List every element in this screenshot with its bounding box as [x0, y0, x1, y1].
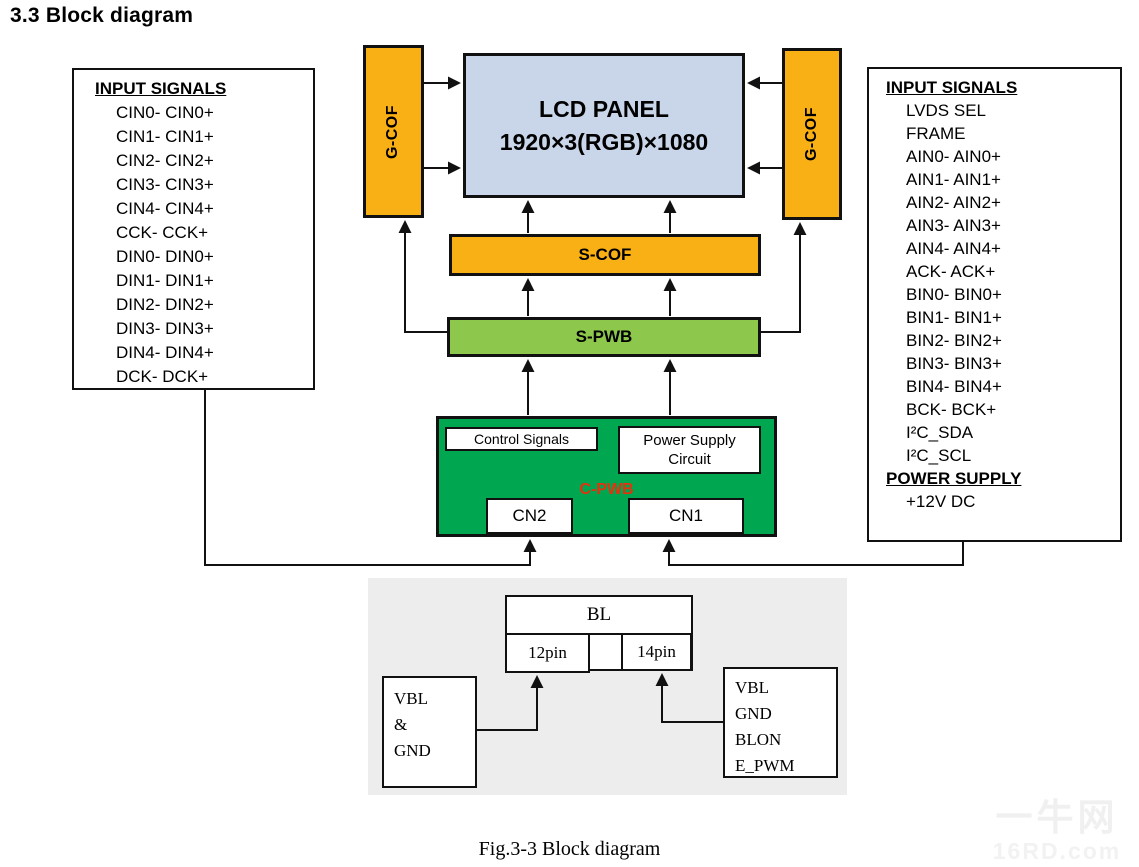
signal-item: BIN4- BIN4+ [906, 377, 1002, 396]
power-supply-item: +12V DC [906, 492, 976, 511]
figure-caption: Fig.3-3 Block diagram [478, 838, 661, 860]
vbl-gnd-line: & [394, 715, 408, 734]
left-input-signals-list: CIN0- CIN0+ CIN1- CIN1+ CIN2- CIN2+ CIN3… [116, 101, 313, 389]
signal-item: CIN2- CIN2+ [116, 151, 214, 170]
signal-item: ACK- ACK+ [906, 262, 996, 281]
left-input-signals-heading: INPUT SIGNALS [95, 79, 227, 98]
signal-item: FRAME [906, 124, 966, 143]
gcof-left-label: G-COF [384, 104, 402, 159]
signal-item: DCK- DCK+ [116, 367, 209, 386]
cn1-connector-box: CN1 [628, 498, 744, 534]
signal-item: AIN4- AIN4+ [906, 239, 1001, 258]
signal-item: I²C_SCL [906, 446, 972, 465]
lcd-panel-label: LCD PANEL [539, 95, 669, 122]
signal-item: CIN1- CIN1+ [116, 127, 214, 146]
signal-item: AIN3- AIN3+ [906, 216, 1001, 235]
signal-item: BIN3- BIN3+ [906, 354, 1002, 373]
bl-signal-box: VBL GND BLON E_PWM [723, 667, 838, 778]
right-input-signals-box: INPUT SIGNALS LVDS SEL FRAME AIN0- AIN0+… [867, 67, 1122, 542]
section-title: 3.3 Block diagram [10, 4, 194, 27]
power-supply-circuit-box: Power Supply Circuit [618, 426, 761, 474]
signal-item: CIN4- CIN4+ [116, 199, 214, 218]
signal-item: AIN1- AIN1+ [906, 170, 1001, 189]
signal-item: DIN1- DIN1+ [116, 271, 214, 290]
signal-item: CIN3- CIN3+ [116, 175, 214, 194]
signal-item: CCK- CCK+ [116, 223, 209, 242]
bl-signal-line: VBL [735, 678, 769, 697]
spwb-block: S-PWB [447, 317, 761, 357]
signal-item: DIN2- DIN2+ [116, 295, 214, 314]
bl-signal-line: E_PWM [735, 756, 795, 775]
bl-label: BL [507, 597, 691, 635]
signal-item: BIN0- BIN0+ [906, 285, 1002, 304]
watermark: 一牛网 16RD.com [975, 797, 1139, 864]
signal-item: DIN3- DIN3+ [116, 319, 214, 338]
signal-item: DIN0- DIN0+ [116, 247, 214, 266]
left-input-signals-box: INPUT SIGNALS CIN0- CIN0+ CIN1- CIN1+ CI… [72, 68, 315, 390]
lcd-panel-resolution: 1920×3(RGB)×1080 [499, 128, 709, 155]
vbl-gnd-line: VBL [394, 689, 428, 708]
signal-item: AIN2- AIN2+ [906, 193, 1001, 212]
power-supply-heading: POWER SUPPLY [886, 469, 1022, 488]
cpwb-block: Control Signals Power Supply Circuit C-P… [436, 416, 777, 537]
bl-14pin-box: 14pin [621, 633, 692, 671]
right-input-signals-list: LVDS SEL FRAME AIN0- AIN0+ AIN1- AIN1+ A… [906, 99, 1120, 467]
signal-item: AIN0- AIN0+ [906, 147, 1001, 166]
signal-item: LVDS SEL [906, 101, 987, 120]
signal-item: I²C_SDA [906, 423, 974, 442]
bl-signal-line: BLON [735, 730, 782, 749]
control-signals-box: Control Signals [445, 427, 598, 451]
lcd-panel-block: LCD PANEL 1920×3(RGB)×1080 [463, 53, 745, 198]
signal-item: BIN1- BIN1+ [906, 308, 1002, 327]
bl-12pin-box: 12pin [505, 633, 590, 673]
signal-item: DIN4- DIN4+ [116, 343, 214, 362]
signal-item: BCK- BCK+ [906, 400, 997, 419]
cpwb-label: C-PWB [579, 481, 634, 498]
vbl-gnd-box: VBL & GND [382, 676, 477, 788]
cn2-connector-box: CN2 [486, 498, 573, 534]
gcof-right-label: G-COF [803, 106, 821, 162]
gcof-left-block: G-COF [363, 45, 424, 218]
bl-signal-line: GND [735, 704, 772, 723]
watermark-logo-text: 一牛网 [995, 797, 1119, 838]
right-input-signals-heading: INPUT SIGNALS [886, 78, 1018, 97]
signal-item: BIN2- BIN2+ [906, 331, 1002, 350]
scof-block: S-COF [449, 234, 761, 276]
signal-item: CIN0- CIN0+ [116, 103, 214, 122]
watermark-site-text: 16RD.com [992, 837, 1122, 864]
vbl-gnd-line: GND [394, 741, 431, 760]
gcof-right-block: G-COF [782, 48, 842, 220]
